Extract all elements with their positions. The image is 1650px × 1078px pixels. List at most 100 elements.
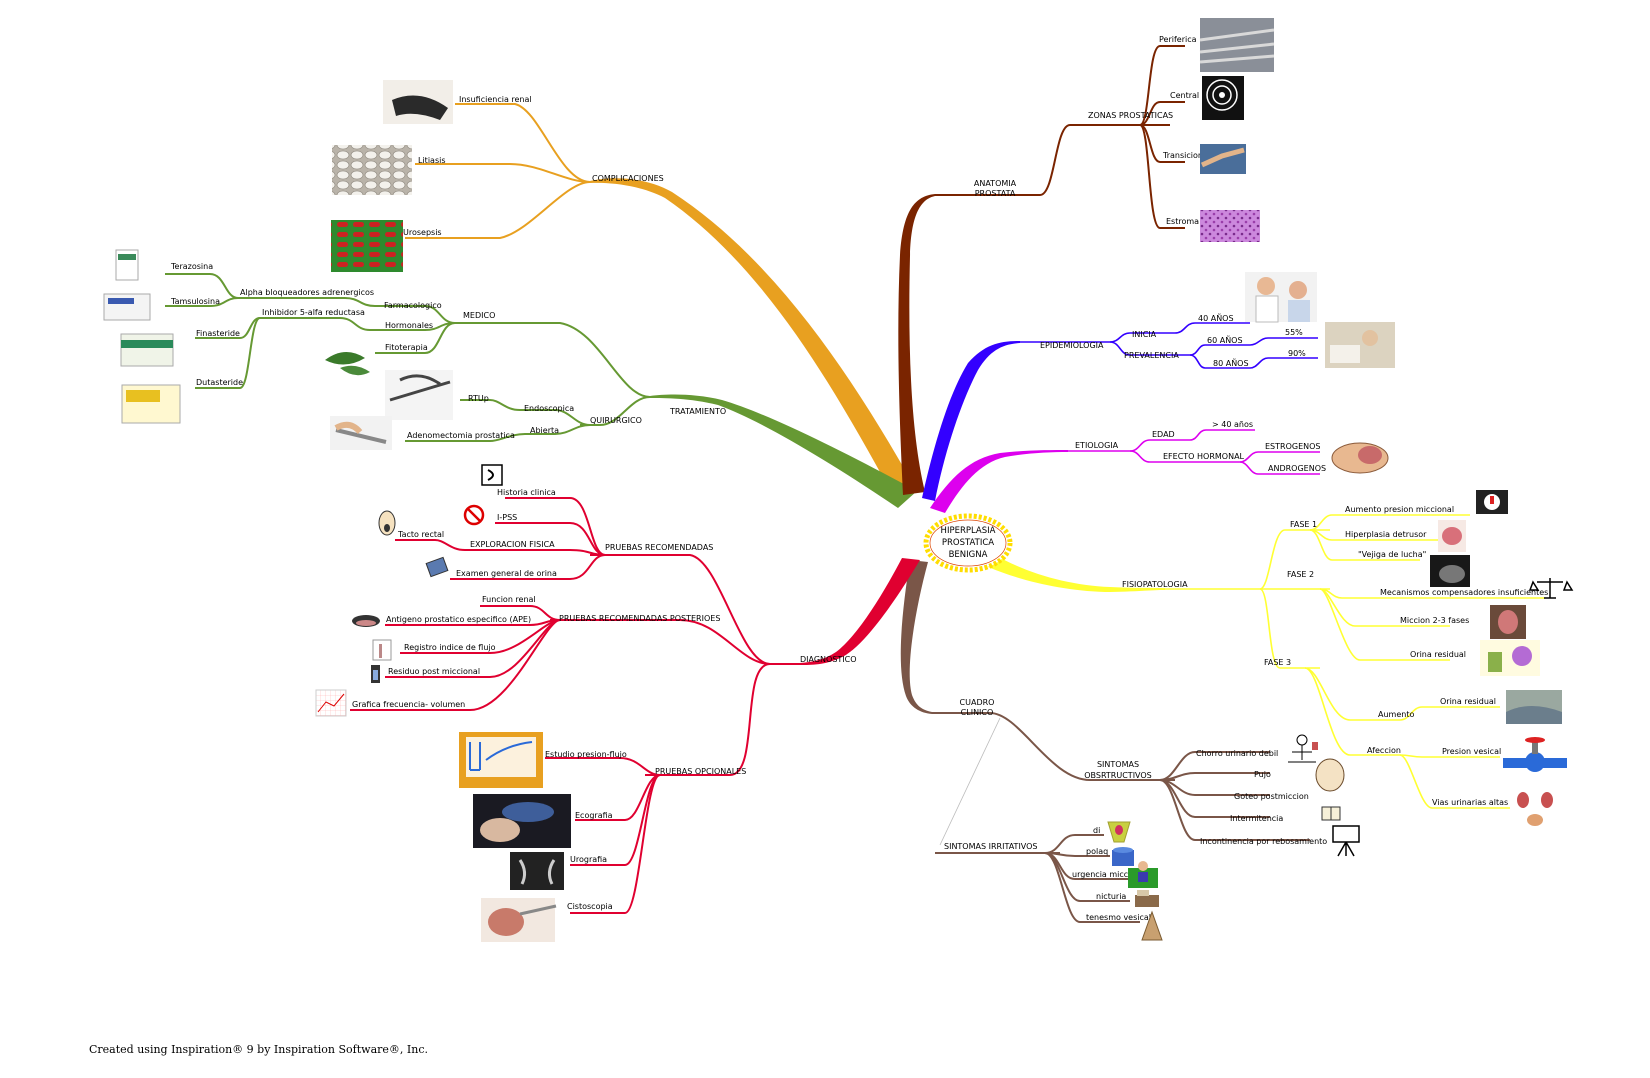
node-inhibidor[interactable]: Inhibidor 5-alfa reductasa [262, 308, 365, 317]
node-hormonales[interactable]: Hormonales [385, 321, 433, 330]
node-fase-3[interactable]: FASE 3 [1264, 658, 1291, 667]
node-insuficiencia[interactable]: Insuficiencia renal [459, 95, 532, 104]
node-transicion[interactable]: Transicion [1162, 151, 1203, 160]
center-node[interactable]: HIPERPLASIA PROSTATICA BENIGNA [923, 513, 1013, 573]
node-fitoterapia[interactable]: Fitoterapia [385, 343, 428, 352]
node-zonas-prostaticas[interactable]: ZONAS PROSTATICAS [1088, 111, 1173, 120]
medicine-box [115, 249, 139, 281]
node-inicia[interactable]: INICIA [1132, 330, 1157, 339]
center-line-2: PROSTATICA [942, 538, 994, 548]
node-nicturia[interactable]: nicturia [1096, 892, 1126, 901]
node-estudio[interactable]: Estudio presion-flujo [545, 750, 627, 759]
node-presion-vesical[interactable]: Presion vesical [1442, 747, 1501, 756]
node-dutasteride[interactable]: Dutasteride [196, 378, 243, 387]
node-urosepsis[interactable]: Urosepsis [403, 228, 442, 237]
node-etiologia[interactable]: ETIOLOGIA [1075, 441, 1119, 450]
node-fase-2[interactable]: FASE 2 [1287, 570, 1314, 579]
node-intermitencia[interactable]: Intermitencia [1230, 814, 1283, 823]
node-ape[interactable]: Antigeno prostatico especifico (APE) [386, 615, 531, 624]
node-estroma[interactable]: Estroma [1166, 217, 1199, 226]
node-aumento-presion[interactable]: Aumento presion miccional [1345, 505, 1454, 514]
node-rtup[interactable]: RTUp [468, 394, 489, 403]
node-efecto-hormonal[interactable]: EFECTO HORMONAL [1163, 452, 1245, 461]
node-examen[interactable]: Examen general de orina [456, 569, 557, 578]
node-tacto[interactable]: Tacto rectal [397, 530, 444, 539]
head-cartoon [1331, 442, 1389, 474]
node-90-percent[interactable]: 90% [1288, 349, 1306, 358]
node-farmacologico[interactable]: Farmacologico [384, 301, 442, 310]
node-exploracion[interactable]: EXPLORACION FISICA [470, 540, 555, 549]
node-periferica[interactable]: Periferica [1159, 35, 1197, 44]
node-vejiga-lucha[interactable]: "Vejiga de lucha" [1358, 550, 1426, 559]
node-orina-residual[interactable]: Orina residual [1410, 650, 1466, 659]
node-registro[interactable]: Registro indice de flujo [404, 643, 496, 652]
node-urografia[interactable]: Urografia [570, 855, 607, 864]
node-prevalencia[interactable]: PREVALENCIA [1124, 351, 1179, 360]
node-mecanismos[interactable]: Mecanismos compensadores insuficientes [1380, 588, 1548, 597]
node-40-anos[interactable]: 40 AÑOS [1198, 313, 1234, 323]
node-epidemiologia[interactable]: EPIDEMIOLOGIA [1040, 341, 1104, 350]
node-litiasis[interactable]: Litiasis [418, 156, 446, 165]
kidney-photo [383, 80, 453, 124]
node-fase-1[interactable]: FASE 1 [1290, 520, 1317, 529]
branch-complicaciones [590, 178, 917, 499]
node-endoscopica[interactable]: Endoscopica [524, 404, 574, 413]
node-adenomectomia[interactable]: Adenomectomia prostatica [407, 431, 515, 440]
node-anatomia-1[interactable]: ANATOMIA [974, 179, 1017, 188]
node-55-percent[interactable]: 55% [1285, 328, 1303, 337]
node-pujo[interactable]: Pujo [1254, 770, 1271, 779]
node-di[interactable]: di [1093, 826, 1100, 835]
anatomia-branch [935, 45, 1185, 229]
node-cuadro-2[interactable]: CLINICO [961, 708, 994, 717]
node-incontinencia[interactable]: Incontinencia por rebosamiento [1200, 837, 1327, 846]
node-complicaciones[interactable]: COMPLICACIONES [592, 174, 664, 183]
node-medico[interactable]: MEDICO [463, 311, 495, 320]
node-residuo[interactable]: Residuo post miccional [388, 667, 480, 676]
node-pruebas-opcionales[interactable]: PRUEBAS OPCIONALES [655, 767, 746, 776]
node-diagnostico[interactable]: DIAGNOSTICO [800, 655, 857, 664]
node-pruebas-recomendadas[interactable]: PRUEBAS RECOMENDADAS [605, 543, 713, 552]
node-chorro[interactable]: Chorro urinario debil [1196, 749, 1278, 758]
node-cuadro-1[interactable]: CUADRO [960, 698, 995, 707]
node-orina-residual-2[interactable]: Orina residual [1440, 697, 1496, 706]
node-historia[interactable]: Historia clinica [497, 488, 556, 497]
node-tratamiento[interactable]: TRATAMIENTO [669, 407, 726, 416]
node-finasteride[interactable]: Finasteride [196, 329, 240, 338]
node-pruebas-posteriores[interactable]: PRUEBAS RECOMENDADAS POSTERIOES [559, 614, 720, 623]
node-cistoscopia[interactable]: Cistoscopia [567, 902, 613, 911]
node-fisiopatologia[interactable]: FISIOPATOLOGIA [1122, 580, 1188, 589]
node-estrogenos[interactable]: ESTROGENOS [1265, 442, 1321, 451]
node-tenesmo[interactable]: tenesmo vesical [1086, 913, 1151, 922]
node-hiperplasia-detrusor[interactable]: Hiperplasia detrusor [1345, 530, 1427, 539]
node-obstructivos-1[interactable]: SINTOMAS [1097, 760, 1139, 769]
no-sign-icon [463, 504, 485, 526]
node-80-anos[interactable]: 80 AÑOS [1213, 358, 1249, 368]
node-aumento[interactable]: Aumento [1378, 710, 1414, 719]
node-alpha[interactable]: Alpha bloqueadores adrenergicos [240, 288, 374, 297]
node-goteo[interactable]: Goteo postmiccion [1234, 792, 1309, 801]
node-polaq[interactable]: polaq [1086, 847, 1108, 856]
node-funcion-renal[interactable]: Funcion renal [482, 595, 536, 604]
node-central[interactable]: Central [1170, 91, 1199, 100]
medicine-box [120, 333, 174, 367]
node-abierta[interactable]: Abierta [530, 426, 559, 435]
node-edad[interactable]: EDAD [1152, 430, 1175, 439]
node-anatomia-2[interactable]: PROSTATA [975, 189, 1016, 198]
tube-icon [371, 665, 380, 683]
node-afeccion[interactable]: Afeccion [1367, 746, 1401, 755]
node-irritativos[interactable]: SINTOMAS IRRITATIVOS [944, 842, 1038, 851]
node-quirurgico[interactable]: QUIRURGICO [590, 416, 642, 425]
node-ipss[interactable]: I-PSS [497, 513, 517, 522]
node-terazosina[interactable]: Terazosina [170, 262, 213, 271]
node-60-anos[interactable]: 60 AÑOS [1207, 335, 1243, 345]
node-grafica[interactable]: Grafica frecuencia- volumen [352, 700, 465, 709]
node-urgencia[interactable]: urgencia micc [1072, 870, 1128, 879]
node-miccion[interactable]: Miccion 2-3 fases [1400, 616, 1469, 625]
node-ecografia[interactable]: Ecografia [575, 811, 613, 820]
node-tamsulosina[interactable]: Tamsulosina [170, 297, 220, 306]
node-obstructivos-2[interactable]: OBSRTRUCTIVOS [1084, 771, 1152, 780]
node-androgenos[interactable]: ANDROGENOS [1268, 464, 1326, 473]
node-mas-40[interactable]: > 40 años [1212, 420, 1253, 429]
node-vias-urinarias[interactable]: Vias urinarias altas [1432, 798, 1508, 807]
chart-icon [372, 639, 392, 661]
